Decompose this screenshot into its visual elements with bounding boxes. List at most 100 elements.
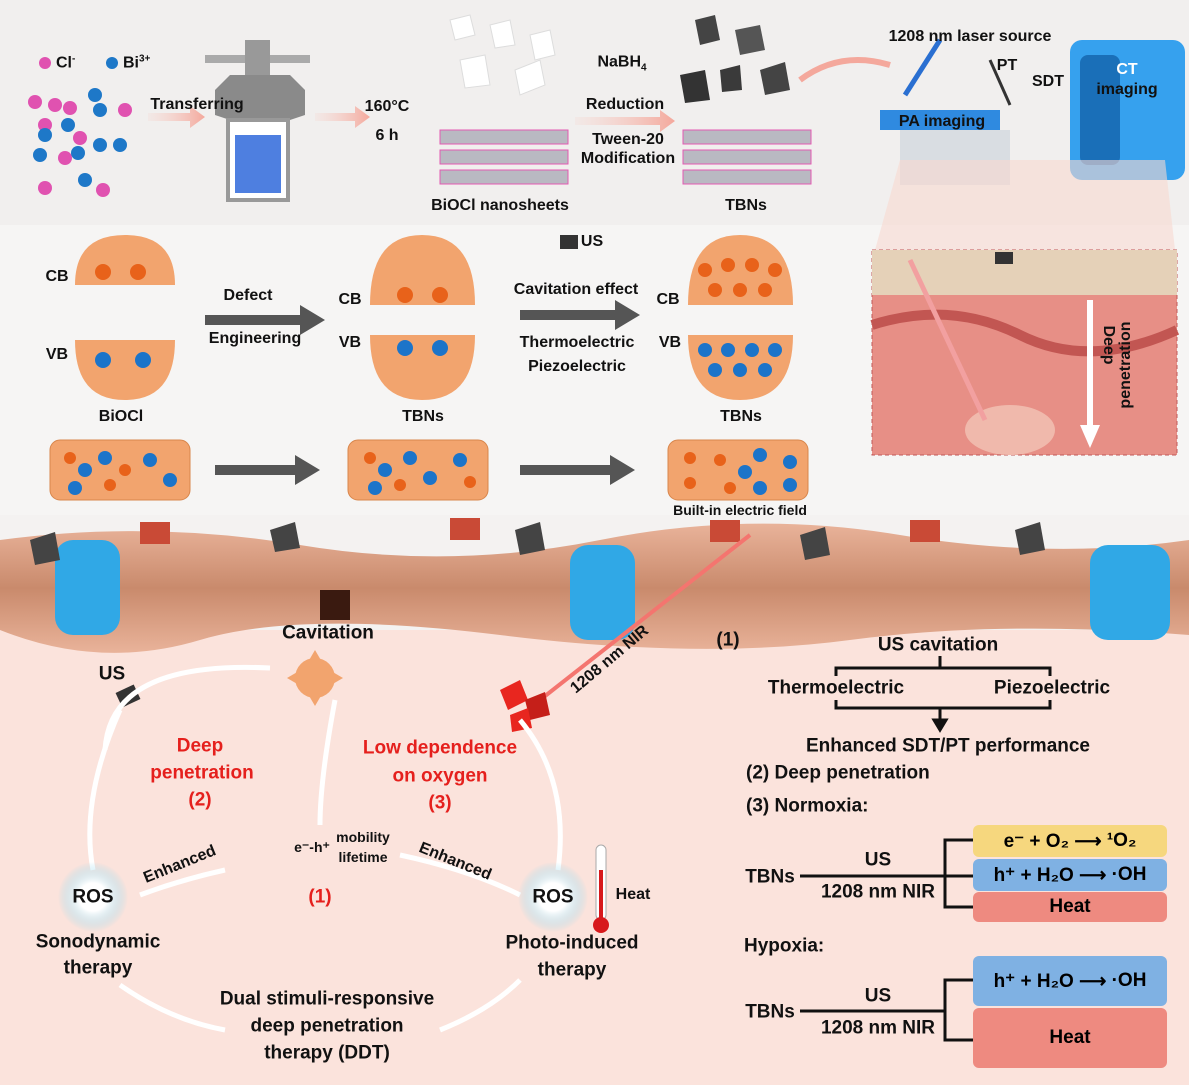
biocl-nanosheet-layers [439, 14, 569, 185]
engineering-label: Engineering [208, 330, 302, 347]
summary-number-1: (1) [716, 629, 740, 651]
hypoxia-reaction-hydroxyl: h⁺ + H₂O ⟶ ·OH [973, 956, 1167, 1006]
thermoelectric-label: Thermoelectric [767, 677, 905, 699]
us-label: US [864, 849, 892, 871]
hypoxia-reaction-heat: Heat [973, 1008, 1167, 1068]
cavitation-effect-label: Cavitation effect [513, 281, 639, 298]
vb-label: VB [338, 334, 362, 351]
reaction-heat: Heat [973, 892, 1167, 922]
thermoelectric-label: Thermoelectric [519, 334, 635, 351]
low-oxygen-label: on oxygen [392, 765, 488, 787]
enhanced-performance-label: Enhanced SDT/PT performance [805, 735, 1091, 757]
band-diagram-tbns-1 [370, 235, 475, 400]
biocl-nanosheets-label: BiOCl nanosheets [431, 197, 569, 214]
reaction-hydroxyl: h⁺ + H₂O ⟶ ·OH [973, 859, 1167, 891]
ros-right-label: ROS [532, 886, 574, 908]
band-diagram-tbns-2 [688, 235, 793, 400]
autoclave-icon [205, 40, 310, 202]
piezoelectric-label: Piezoelectric [993, 677, 1111, 699]
arrow-icon: ⟶ [1079, 970, 1107, 992]
ros-glow-left [58, 862, 128, 932]
ddt-title: therapy (DDT) [264, 1042, 390, 1064]
transferring-label: Transferring [150, 96, 244, 113]
ct-imaging-label: imaging [1096, 81, 1158, 98]
low-oxygen-label: Low dependence [362, 737, 518, 759]
modification-label: Modification [580, 150, 676, 167]
arrow-icon: ⟶ [1074, 830, 1102, 852]
photo-therapy-label: therapy [537, 959, 607, 981]
band-diagram-biocl [75, 235, 175, 400]
mobility-label: mobility [336, 829, 390, 845]
photo-induced-label: Photo-induced [505, 932, 639, 954]
lifetime-label: lifetime [338, 849, 388, 865]
arrow-reduction [575, 110, 675, 132]
cb-label: CB [45, 268, 69, 285]
reduction-label: Reduction [585, 96, 665, 113]
us-label: US [98, 663, 126, 685]
pa-imaging-label: PA imaging [898, 113, 986, 130]
ct-label: CT [1116, 61, 1138, 78]
summary-bracket [834, 656, 1052, 733]
carriers [64, 448, 797, 495]
carrier-box-field [667, 439, 809, 501]
cb-label: CB [656, 291, 680, 308]
ddt-title: Dual stimuli-responsive [219, 988, 435, 1010]
arrow-to-imaging [798, 57, 891, 83]
arrow-defect [205, 305, 325, 335]
vb-label: VB [45, 346, 69, 363]
vb-label: VB [658, 334, 682, 351]
membrane-nanosheets [30, 518, 1045, 620]
ct-scanner-icon [880, 38, 1185, 185]
defect-label: Defect [223, 287, 273, 304]
ultrasound-probe-icon [560, 235, 578, 249]
penetration-label: penetration [1117, 321, 1134, 409]
deep-penetration-label: penetration [150, 762, 254, 784]
tbns-label: TBNs [720, 408, 762, 425]
ros-left-label: ROS [72, 886, 114, 908]
normoxia-branch [800, 838, 973, 909]
sonodynamic-label: Sonodynamic [35, 931, 161, 953]
tbns-label: TBNs [745, 1001, 795, 1023]
us-cavitation-label: US cavitation [877, 634, 999, 656]
bi-ion-label: Bi3+ [123, 53, 151, 72]
deep-penetration-number: (2) [188, 789, 212, 811]
ddt-title: deep penetration [250, 1015, 404, 1037]
built-in-field-label: Built-in electric field [673, 502, 807, 518]
arrow-heat [315, 106, 370, 128]
arrow-carrier-1 [215, 455, 320, 485]
nir-label: 1208 nm NIR [820, 881, 936, 903]
biocl-label: BiOCl [98, 408, 144, 425]
mechanism-flow-arrows [87, 664, 563, 1033]
reaction-singlet-oxygen: e⁻ + O₂ ⟶ ¹O₂ [973, 825, 1167, 857]
laser-source-label: 1208 nm laser source [888, 28, 1052, 45]
mechanism-number-1: (1) [308, 886, 332, 908]
deep-penetration-summary: (2) Deep penetration [746, 762, 930, 784]
tbns-label: TBNs [725, 197, 767, 214]
deep-penetration-label: Deep [176, 735, 224, 757]
pt-label: PT [996, 57, 1018, 74]
ion-cluster [28, 57, 132, 197]
deep-label: Deep [1100, 325, 1117, 365]
normoxia-label: (3) Normoxia: [746, 795, 869, 817]
low-oxygen-number: (3) [428, 792, 452, 814]
us-label: US [864, 985, 892, 1007]
ion-channels [55, 540, 1170, 640]
zoom-projection [875, 160, 1175, 250]
cl-ion-label: Cl- [56, 53, 76, 72]
heat-label: Heat [615, 886, 651, 903]
carrier-box-tbns [347, 439, 489, 501]
sonodynamic-therapy-label: therapy [63, 957, 133, 979]
eh-label: e⁻-h⁺ [294, 839, 330, 855]
sdt-label: SDT [1032, 73, 1064, 90]
cavitation-bubble-icon [287, 650, 343, 706]
nir-laser-beam [538, 533, 752, 702]
tbns-label: TBNs [402, 408, 444, 425]
tissue-inset [870, 249, 1180, 456]
cb-label: CB [338, 291, 362, 308]
temperature-label: 160°C [364, 98, 410, 115]
ros-glow-right [518, 862, 588, 932]
cavitation-label: Cavitation [282, 622, 374, 644]
time-label: 6 h [375, 127, 399, 144]
arrow-carrier-2 [520, 455, 635, 485]
us-label: US [580, 233, 604, 250]
